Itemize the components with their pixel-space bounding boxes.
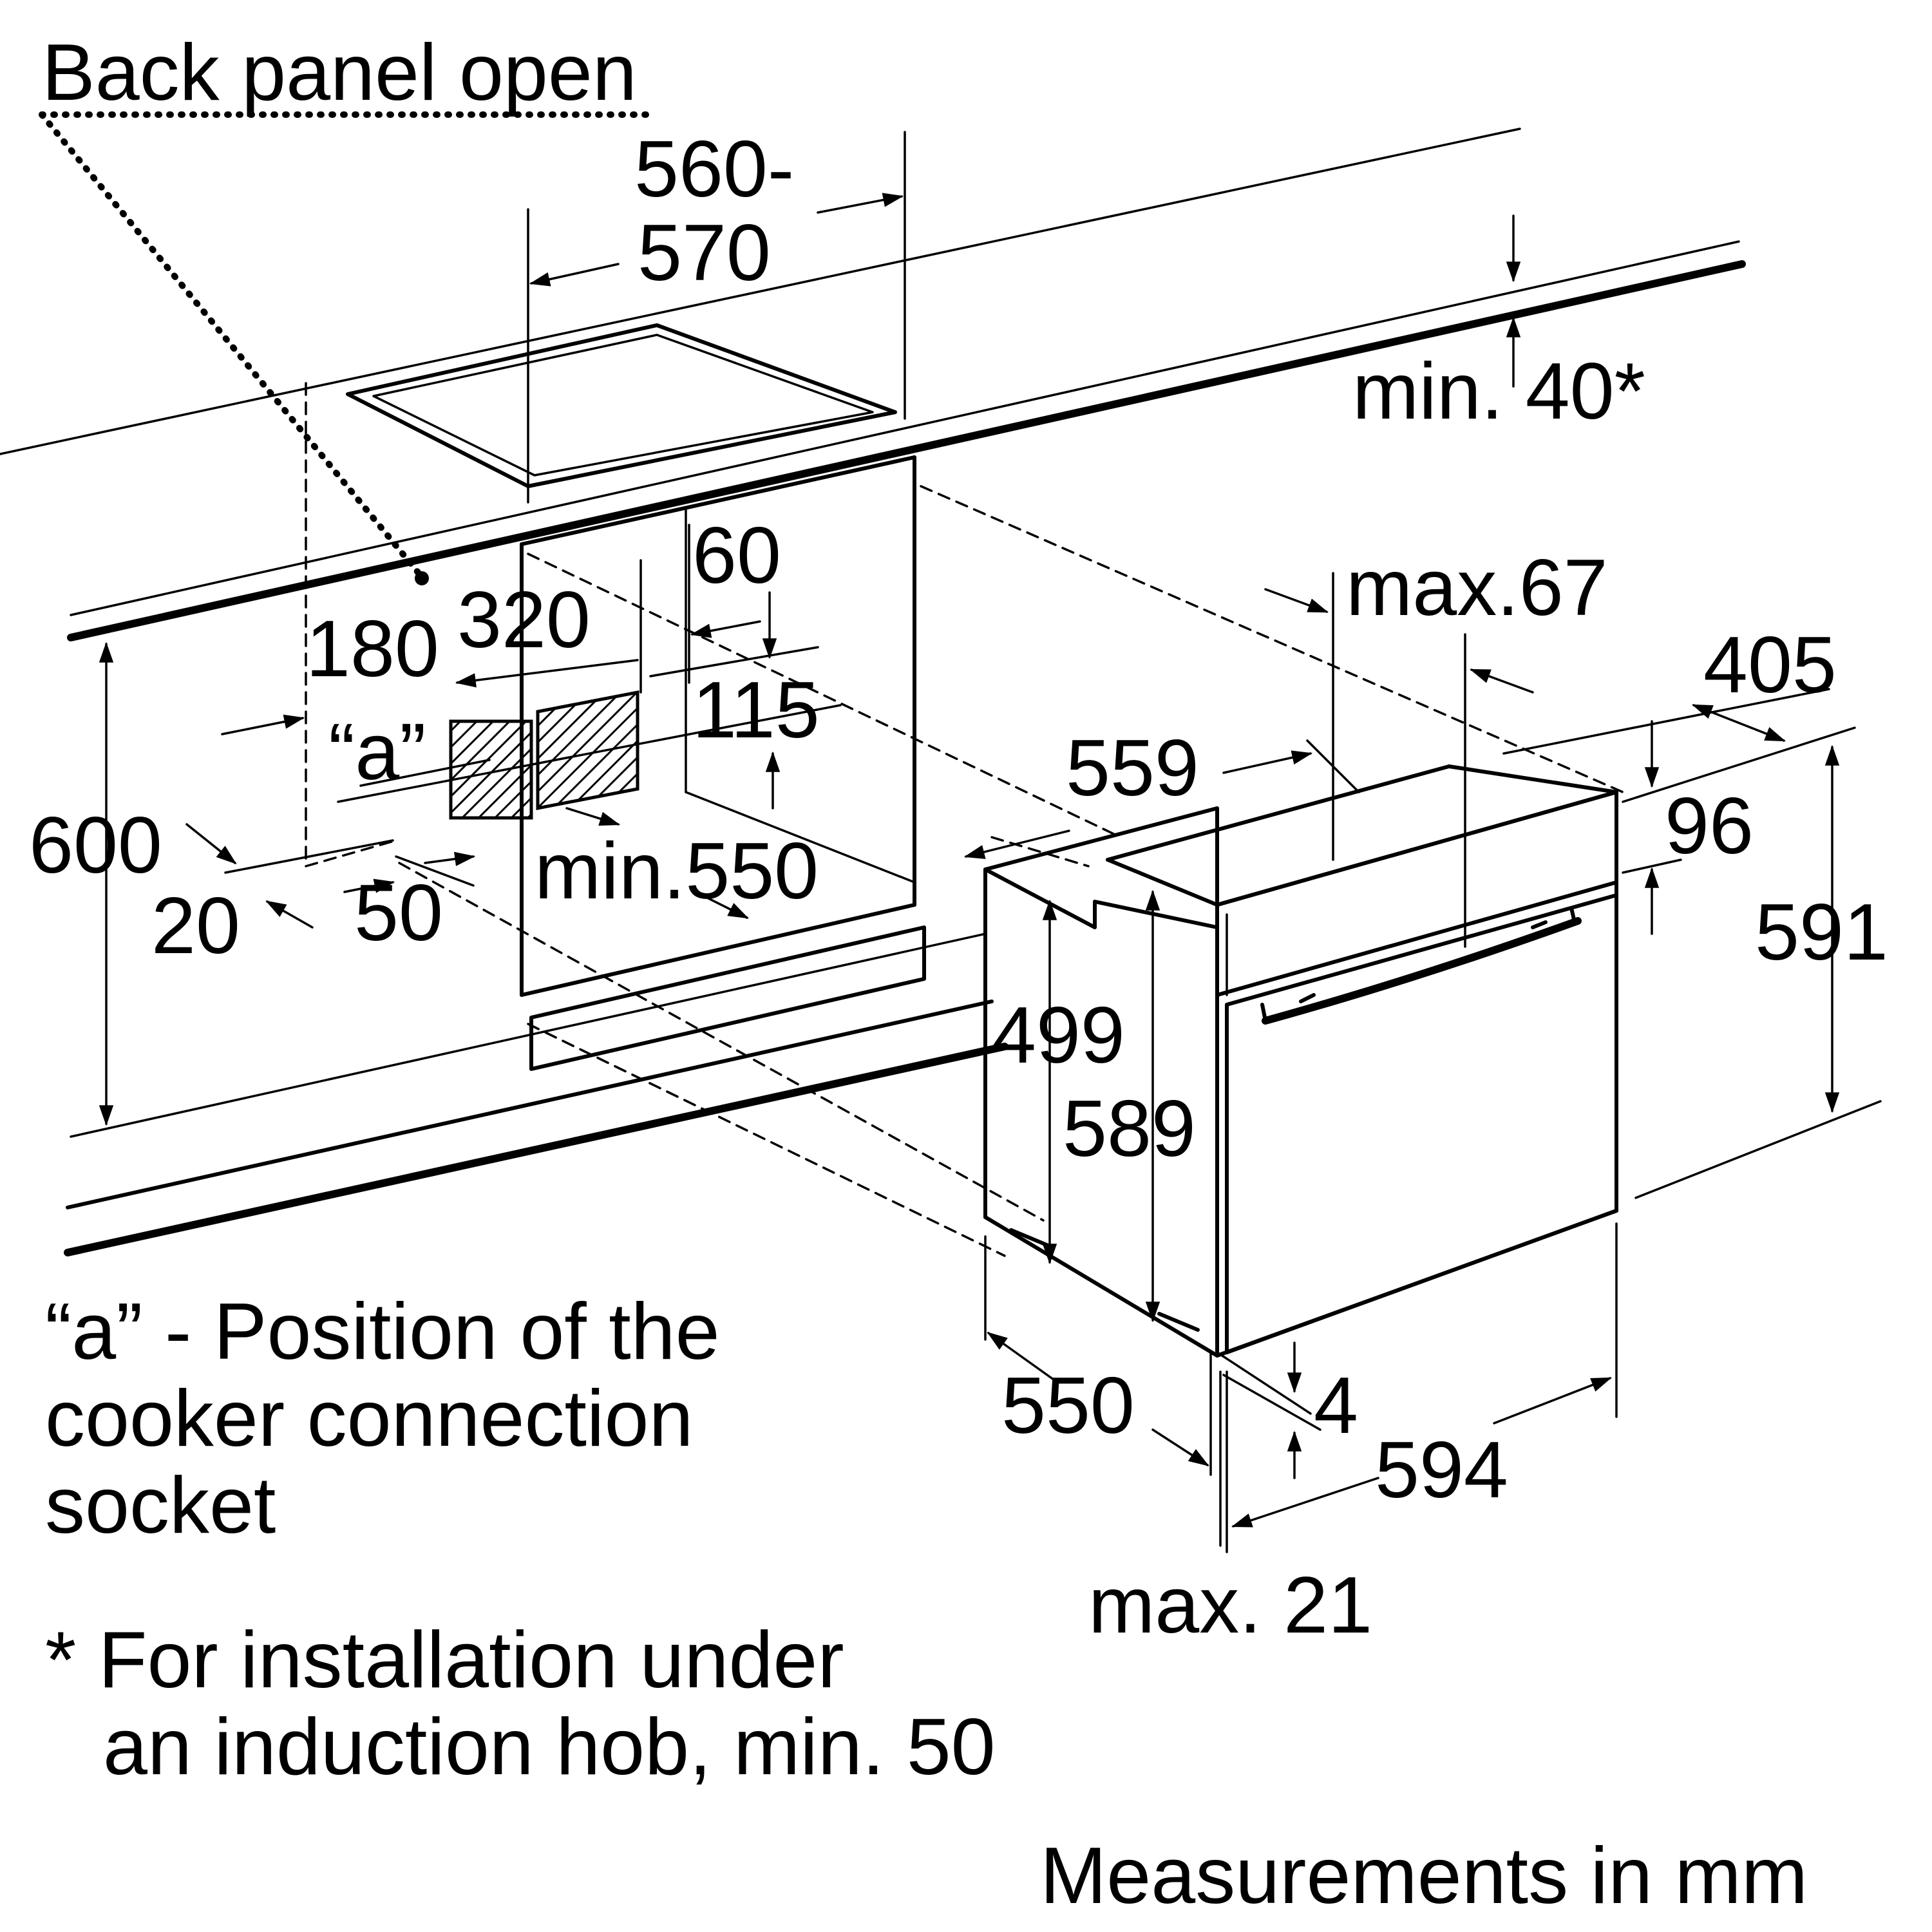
note-units: Measurements in mm <box>1040 1832 1808 1920</box>
label-600: 600 <box>29 801 162 890</box>
label-min-550: min.550 <box>535 827 819 916</box>
dimension-labels: Back panel open 560- 570 min. 40* 60 180… <box>29 28 1888 1650</box>
label-550: 550 <box>1001 1361 1135 1450</box>
label-96: 96 <box>1665 782 1754 871</box>
label-115: 115 <box>692 666 820 755</box>
label-559: 559 <box>1066 724 1199 813</box>
label-594: 594 <box>1375 1426 1508 1515</box>
label-20: 20 <box>151 882 240 971</box>
hob <box>346 323 897 488</box>
note-star-line2: an induction hob, min. 50 <box>103 1703 996 1792</box>
label-320: 320 <box>457 576 591 665</box>
label-591: 591 <box>1755 888 1888 977</box>
label-4: 4 <box>1314 1361 1358 1450</box>
label-hob-width-bottom: 570 <box>638 209 771 298</box>
dimension-lines <box>99 131 1856 1553</box>
label-a: “a” <box>328 708 426 797</box>
back-panel-dotted <box>39 111 654 585</box>
label-180: 180 <box>306 605 439 694</box>
label-589: 589 <box>1063 1084 1196 1173</box>
label-hob-width-top: 560- <box>634 125 794 214</box>
floor-lines <box>64 933 1882 1256</box>
label-max-67: max.67 <box>1346 544 1608 632</box>
label-max-21: max. 21 <box>1088 1561 1372 1650</box>
label-50: 50 <box>354 869 443 958</box>
label-405: 405 <box>1703 621 1837 710</box>
note-a-line2: cooker connection <box>45 1374 693 1463</box>
note-star-line1: * For installation under <box>45 1616 844 1705</box>
label-min-40: min. 40* <box>1352 347 1645 436</box>
label-back-panel: Back panel open <box>42 28 637 117</box>
socket-area <box>337 646 842 820</box>
construction-lines <box>305 382 1624 1257</box>
note-a-line1: “a” - Position of the <box>45 1287 720 1376</box>
label-60: 60 <box>692 511 781 600</box>
note-a-line3: socket <box>45 1461 276 1550</box>
worktop <box>0 128 1746 641</box>
label-499: 499 <box>992 991 1125 1080</box>
notes: “a” - Position of the cooker connection … <box>45 1287 1808 1920</box>
